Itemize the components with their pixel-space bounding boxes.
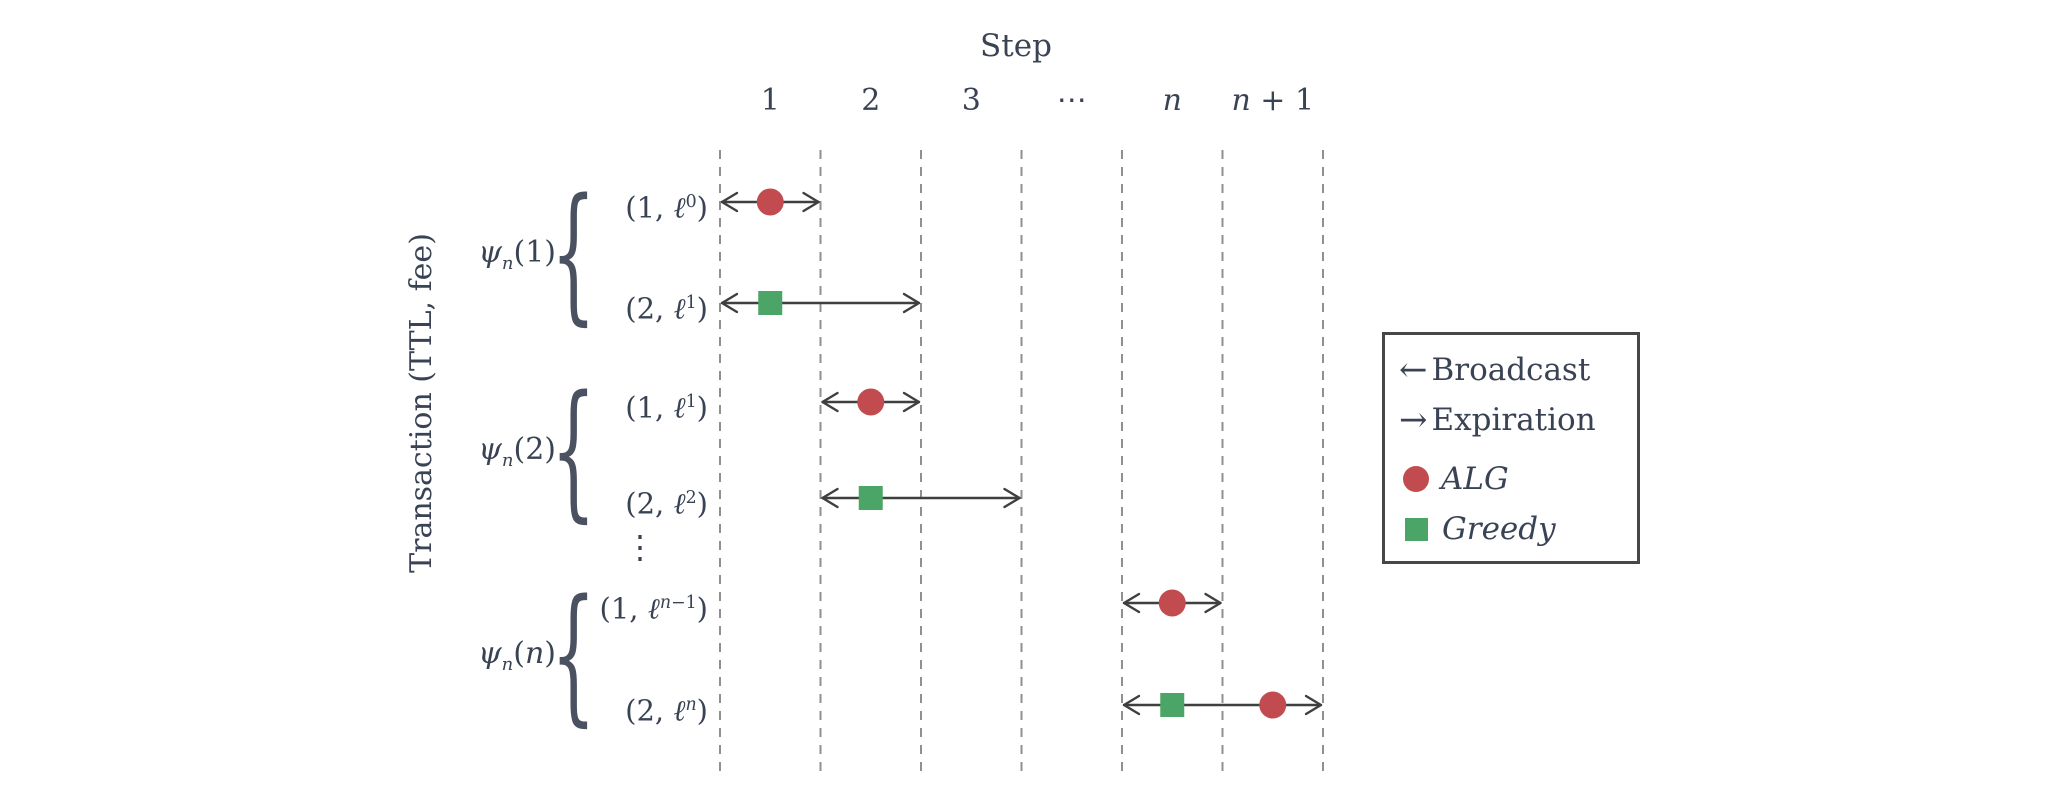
legend-label-alg: ALG	[1441, 461, 1509, 497]
greedy-marker	[858, 486, 883, 510]
greedy-marker-icon	[1405, 517, 1428, 541]
group-brace: {	[550, 166, 597, 339]
group-brace: {	[550, 364, 597, 536]
legend-item-alg: ALG	[1399, 454, 1637, 504]
step-label: n + 1	[1231, 83, 1315, 118]
vertical-ellipsis: ⋮	[624, 528, 656, 566]
step-label: 2	[861, 83, 881, 118]
broadcast-arrowhead-icon	[1122, 592, 1141, 614]
legend-item-greedy: Greedy	[1399, 504, 1637, 554]
step-label: ⋯	[1056, 83, 1087, 118]
broadcast-arrowhead-icon	[720, 292, 739, 314]
group-label: ψn(n)	[478, 636, 556, 675]
row-label: (2, ℓ2)	[625, 486, 708, 521]
row-label: (1, ℓn−1)	[599, 591, 708, 626]
alg-marker-icon	[1403, 466, 1429, 492]
row-label: (1, ℓ0)	[625, 190, 708, 225]
step-label: 3	[961, 83, 981, 118]
legend-label-broadcast: Broadcast	[1431, 352, 1591, 388]
x-axis-title: Step	[980, 28, 1052, 64]
broadcast-arrowhead-icon	[1122, 694, 1141, 716]
legend-label-expiration: Expiration	[1431, 402, 1596, 438]
arrow-left-icon: ←	[1399, 350, 1428, 390]
broadcast-arrowhead-icon	[720, 191, 739, 213]
row-label: (2, ℓ1)	[625, 291, 708, 326]
alg-marker	[1158, 589, 1186, 617]
legend-item-broadcast: ← Broadcast	[1399, 345, 1637, 395]
group-label: ψn(1)	[478, 234, 556, 274]
legend-item-expiration: → Expiration	[1399, 395, 1637, 445]
legend-label-greedy: Greedy	[1442, 511, 1556, 547]
expiration-arrowhead-icon	[902, 391, 921, 413]
greedy-marker	[758, 291, 783, 315]
alg-marker	[857, 388, 885, 416]
row-label: (1, ℓ1)	[625, 390, 708, 425]
broadcast-arrowhead-icon	[821, 487, 839, 509]
expiration-arrowhead-icon	[1003, 487, 1021, 509]
expiration-arrowhead-icon	[1304, 694, 1323, 716]
broadcast-arrowhead-icon	[821, 391, 839, 413]
expiration-arrowhead-icon	[1204, 592, 1222, 614]
step-label: 1	[760, 83, 780, 118]
legend: ← Broadcast → Expiration ALG Greedy	[1382, 332, 1640, 564]
step-label: n	[1162, 83, 1182, 118]
greedy-marker	[1160, 693, 1185, 717]
expiration-arrowhead-icon	[802, 191, 820, 213]
group-brace: {	[550, 568, 597, 740]
expiration-arrowhead-icon	[902, 292, 921, 314]
alg-marker	[756, 188, 784, 216]
alg-marker	[1259, 691, 1287, 719]
group-label: ψn(2)	[478, 432, 556, 471]
row-label: (2, ℓn)	[625, 693, 708, 728]
arrow-right-icon: →	[1399, 400, 1428, 440]
